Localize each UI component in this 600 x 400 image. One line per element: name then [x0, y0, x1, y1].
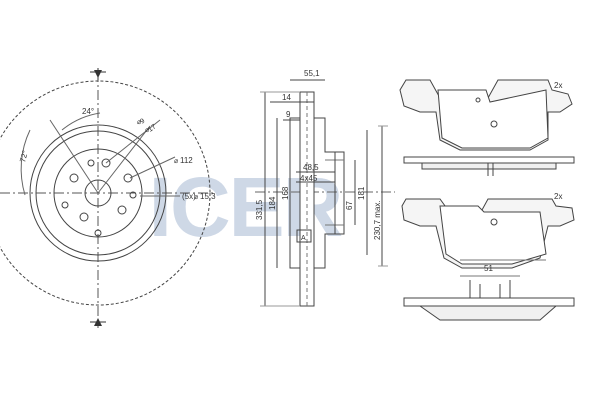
bolt-hole — [101, 158, 111, 168]
pcd-label: 112 — [180, 156, 193, 165]
disc-front-view — [0, 68, 215, 328]
hat-outer-label: 168 — [281, 186, 290, 200]
center-bore-label: 67 — [345, 201, 354, 210]
min-thickness-label: 230,7 max. — [373, 200, 382, 240]
bore-label: 15,3 — [200, 192, 216, 201]
bolt-hole — [69, 173, 79, 183]
dia-symbol: ⌀ — [137, 119, 141, 126]
bolt-hole — [117, 205, 127, 215]
outer-diameter-label: 331,5 — [255, 199, 264, 220]
bolt-hole — [79, 212, 89, 222]
hole-mid-label: 17 — [147, 123, 157, 133]
bolt-pattern-label: (5x) — [182, 192, 196, 201]
overall-height-label: 55,1 — [304, 69, 320, 78]
center-height-label: 48,5 — [303, 163, 319, 172]
angle-top-label: 24° — [82, 107, 94, 116]
angle-left-label: 72° — [18, 149, 30, 163]
bolt-circle-label: 181 — [357, 186, 366, 200]
view-label-a: A — [301, 235, 306, 242]
pad-bottom-friction — [439, 205, 547, 265]
hat-depth-label: 14 — [282, 93, 291, 102]
pad-top-quantity: 2x — [554, 81, 562, 90]
chamfer-label: 4x45 — [300, 174, 318, 183]
disc-section-view — [255, 79, 395, 307]
dia-symbol: ⌀ — [194, 194, 198, 201]
flange-label: 9 — [286, 110, 291, 119]
ring-inner-label: 184 — [268, 196, 277, 210]
bolt-hole — [123, 173, 133, 183]
dia-symbol: ⌀ — [145, 127, 149, 134]
pad-width-label: 51 — [484, 264, 493, 273]
hole-small-label: 9 — [139, 118, 146, 126]
pad-bottom-quantity: 2x — [554, 192, 562, 201]
dia-symbol: ⌀ — [174, 158, 178, 165]
pad-top-friction — [437, 89, 549, 149]
brake-pads — [399, 79, 575, 321]
